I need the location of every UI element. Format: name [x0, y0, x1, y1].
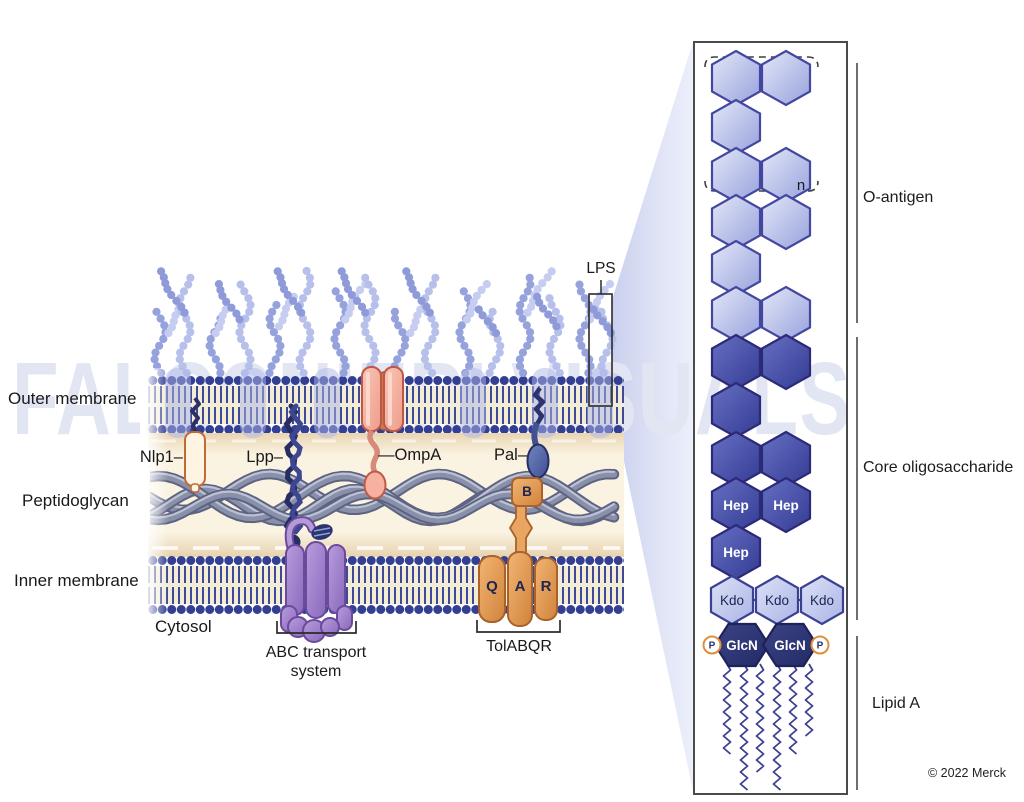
lipid-head-row	[148, 604, 624, 615]
abc-transport-label-line2: system	[290, 663, 342, 680]
tolb-letter: B	[522, 484, 532, 499]
o-antigen-section-label: O-antigen	[863, 189, 934, 206]
tolr-letter: R	[540, 578, 552, 595]
core-oligosaccharide-section-label: Core oligosaccharide	[863, 459, 1014, 476]
ompa-label: —OmpA	[378, 446, 442, 464]
inner-membrane-label: Inner membrane	[14, 571, 139, 590]
outer-membrane-label: Outer membrane	[8, 389, 137, 408]
tola-letter: A	[514, 578, 526, 595]
nlp1-label: Nlp1–	[139, 448, 183, 466]
tolq-letter: Q	[486, 578, 498, 595]
repeat-unit-n-label: n	[796, 177, 806, 194]
copyright-notice: © 2022 Merck	[928, 766, 1006, 780]
outer-membrane-bilayer	[148, 375, 624, 435]
lps-detail-panel-border	[693, 41, 848, 795]
lipid-tail-region	[148, 386, 624, 424]
lipid-a-section-label: Lipid A	[872, 695, 921, 712]
lpp-label: Lpp–	[246, 448, 283, 466]
tolabqr-bracket-label: TolABQR	[486, 638, 552, 655]
peptidoglycan-label: Peptidoglycan	[22, 491, 129, 510]
lps-callout-label: LPS	[586, 260, 616, 277]
pal-label: Pal–	[494, 446, 528, 464]
cytosol-label: Cytosol	[155, 617, 212, 636]
lipid-head-row	[148, 375, 624, 386]
membrane-left-fade	[140, 368, 168, 618]
abc-transport-label-line1: ABC transport	[265, 644, 367, 661]
lipid-head-row	[148, 555, 624, 566]
